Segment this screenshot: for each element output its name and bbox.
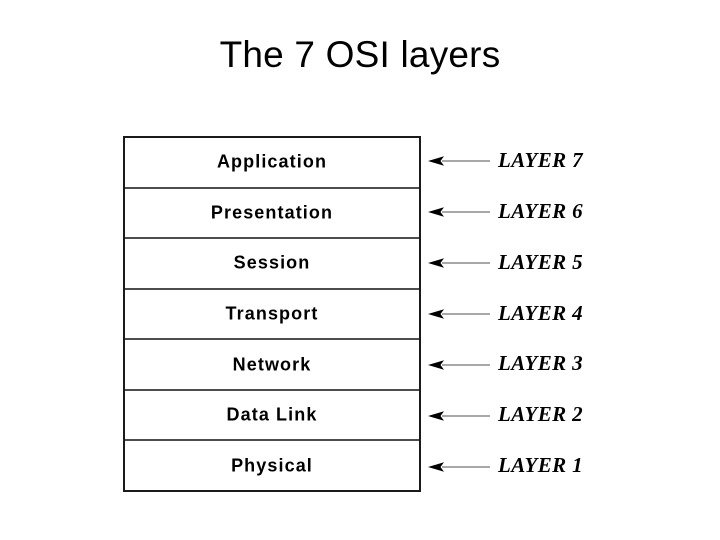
arrow-left-icon: [428, 461, 490, 472]
layer-box-presentation[interactable]: Presentation: [125, 188, 419, 240]
layer-box-physical[interactable]: Physical: [125, 441, 419, 491]
annotation-row: LAYER 1: [421, 441, 671, 492]
annotation-row: LAYER 6: [421, 187, 671, 238]
layer-box-label: Data Link: [226, 404, 318, 425]
layer-stack: Application Presentation Session Transpo…: [123, 136, 421, 492]
arrow-left-icon: [428, 207, 490, 218]
layer-box-label: Network: [232, 354, 312, 375]
layer-number-label: LAYER 7: [498, 147, 584, 172]
layer-number-label: LAYER 1: [498, 453, 584, 478]
layer-number-label: LAYER 6: [498, 198, 584, 223]
annotation-row: LAYER 4: [421, 289, 671, 340]
layer-number-label: LAYER 2: [498, 402, 584, 427]
layer-box-label: Transport: [225, 303, 319, 324]
layer-box-label: Application: [216, 151, 328, 172]
layer-annotations: LAYER 7 LAYER 6 LAYER 5 LAYER 4: [421, 136, 671, 492]
arrow-left-icon: [428, 410, 490, 421]
annotation-row: LAYER 7: [421, 136, 671, 187]
layer-box-label: Physical: [231, 455, 313, 476]
layer-number-label: LAYER 4: [498, 300, 584, 325]
layer-number-label: LAYER 3: [498, 351, 584, 376]
arrow-left-icon: [428, 258, 490, 268]
layer-box-application[interactable]: Application: [125, 138, 419, 189]
annotation-row: LAYER 5: [421, 238, 671, 289]
annotation-row: LAYER 3: [421, 339, 671, 390]
annotation-row: LAYER 2: [421, 390, 671, 441]
page-title: The 7 OSI layers: [219, 34, 501, 75]
arrow-left-icon: [428, 156, 490, 167]
layer-box-transport[interactable]: Transport: [125, 289, 419, 341]
arrow-left-icon: [428, 309, 490, 319]
layer-box-data-link[interactable]: Data Link: [125, 390, 419, 442]
layer-number-label: LAYER 5: [498, 249, 584, 274]
layer-box-session[interactable]: Session: [125, 239, 419, 290]
layer-box-network[interactable]: Network: [125, 340, 419, 391]
layer-box-label: Presentation: [210, 202, 334, 223]
arrow-left-icon: [428, 360, 490, 370]
layer-box-label: Session: [233, 252, 311, 273]
